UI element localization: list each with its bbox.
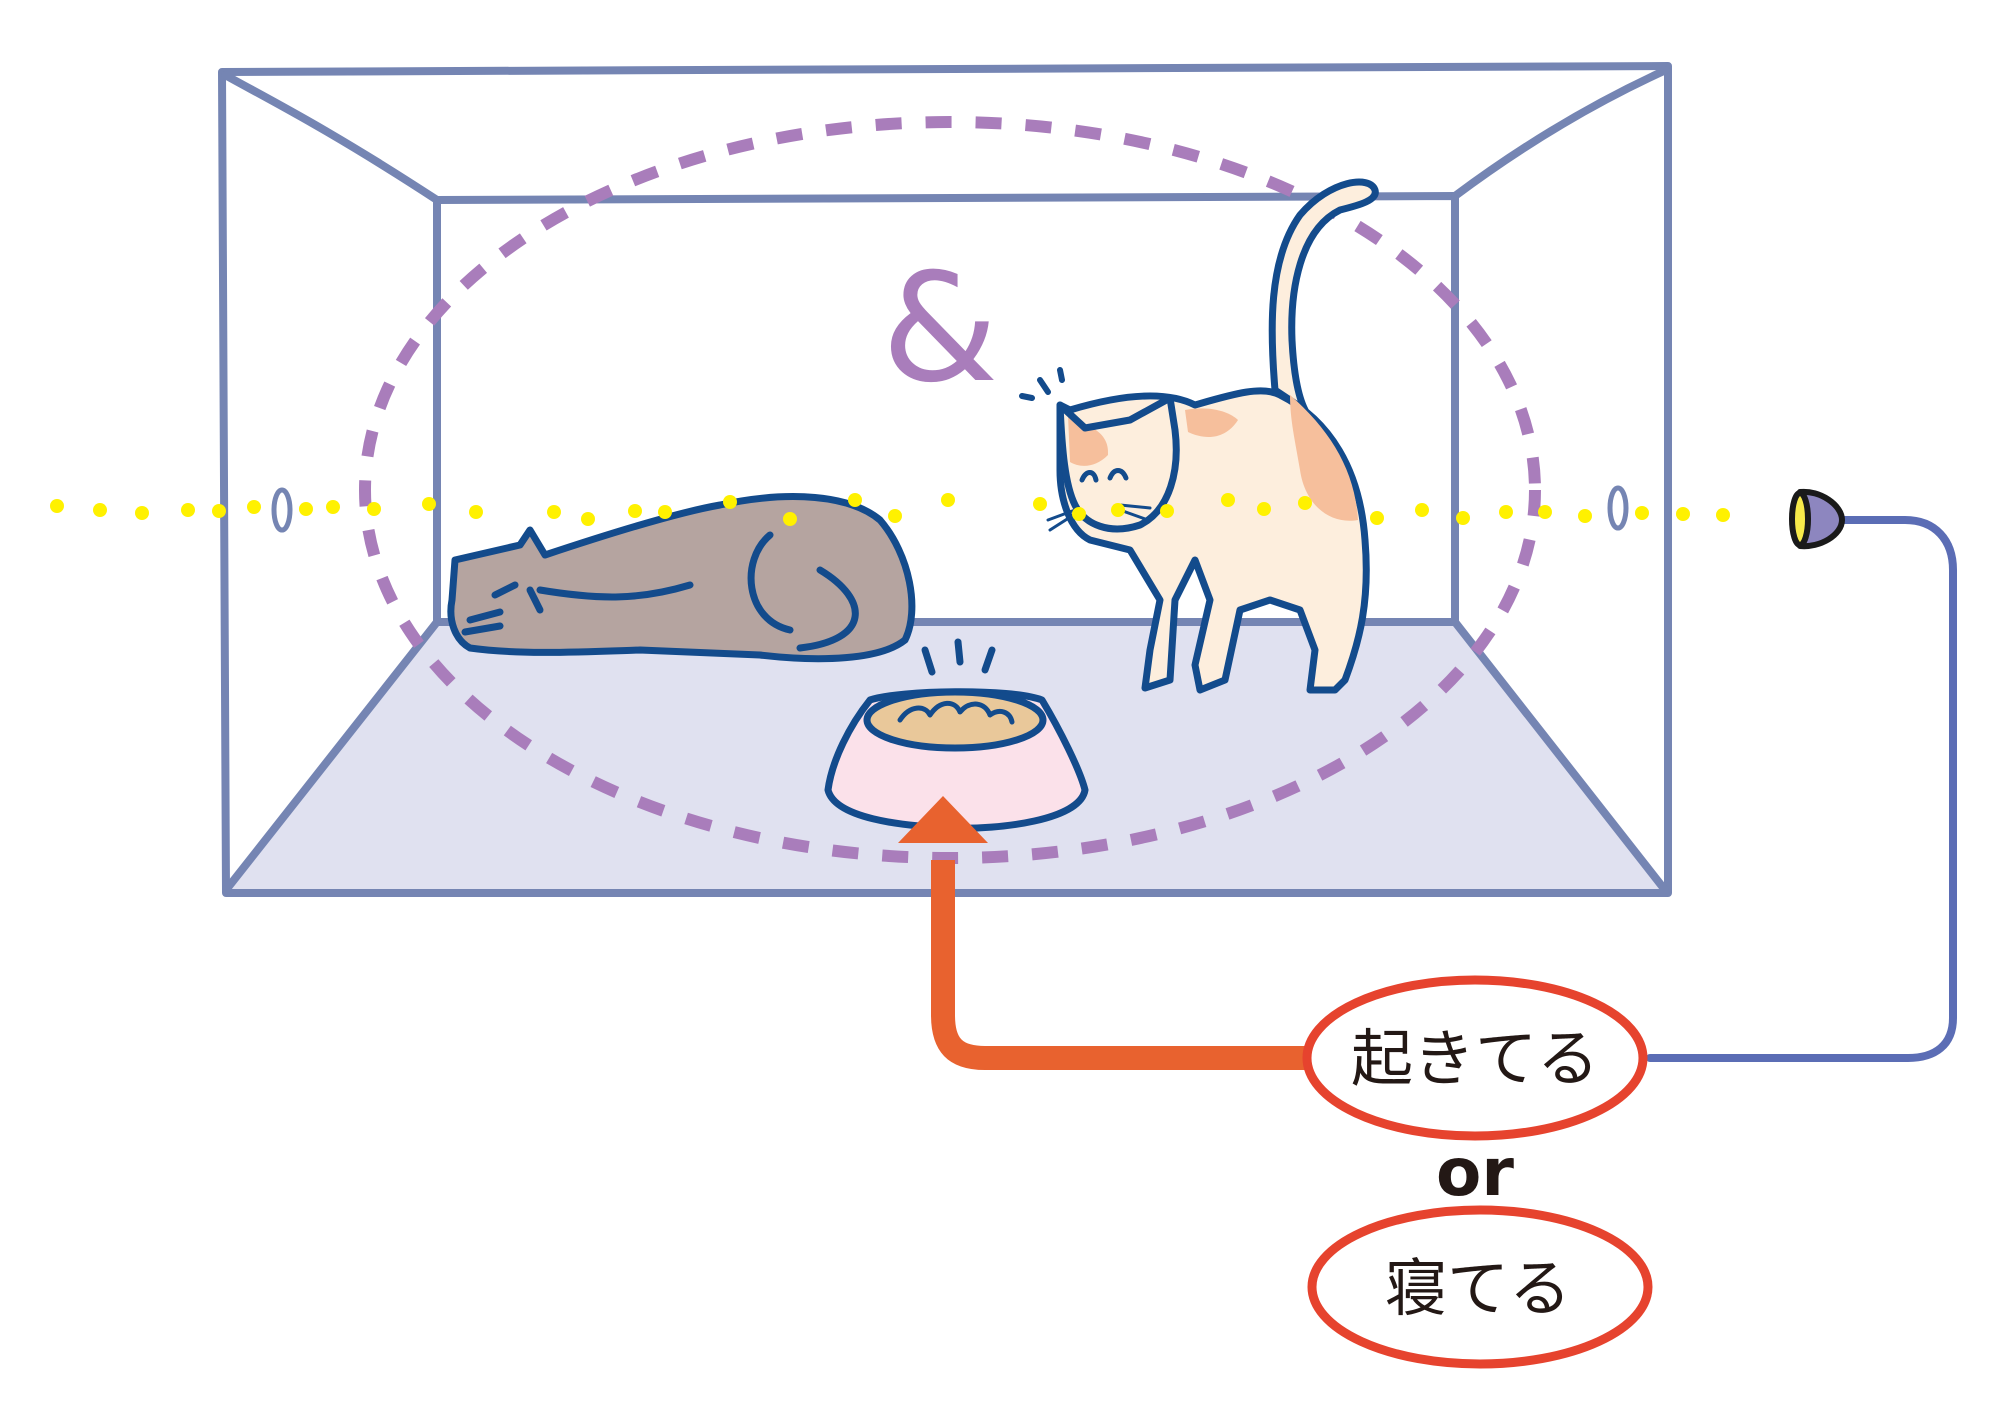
detection-zone-ellipse [359,116,1541,864]
state-asleep-text: 寝てる [1385,1252,1571,1325]
or-conjunction: or [1436,1134,1514,1211]
sensor-light-icon [1789,488,1845,550]
room-edge-bl [222,618,441,894]
left-hole-icon [271,487,293,533]
room-edge-tl [221,71,441,204]
right-hole-icon [1607,485,1629,531]
room-edge-br [1451,618,1669,894]
sensor-wire [1646,516,1957,1062]
feed-arrow-head-icon [898,796,988,843]
state-awake-label: 起きてる [1302,975,1648,1141]
feed-arrow-shaft [931,860,1310,1070]
room-edge-tr [1451,66,1670,200]
standing-cat-icon [1019,178,1379,694]
sleeping-cat-icon [447,493,916,663]
ampersand-symbol: & [882,242,999,416]
state-awake-text: 起きてる [1351,1022,1599,1095]
room-outer-frame [218,62,1672,897]
beam-dotted-line [50,493,1730,526]
state-asleep-label: 寝てる [1307,1205,1653,1369]
food-bowl-icon [824,638,1089,832]
